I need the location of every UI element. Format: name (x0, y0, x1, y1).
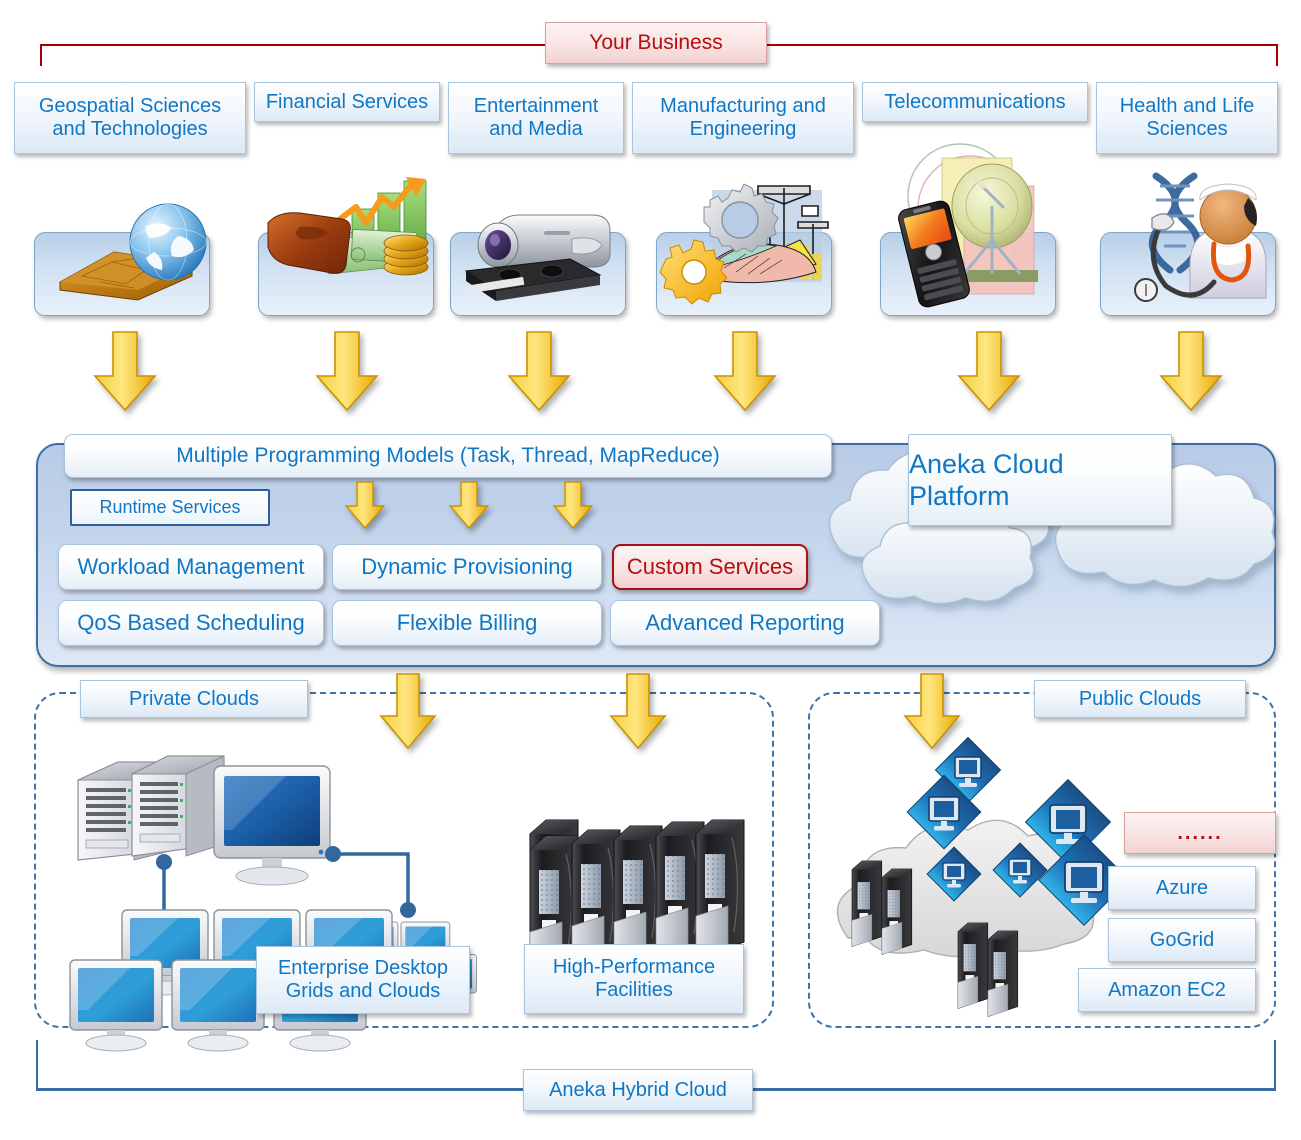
industry-label-text: Telecommunications (884, 90, 1066, 113)
public-provider-label: Azure (1155, 876, 1209, 899)
service-arrow-down-2 (448, 481, 490, 530)
your-business-banner: Your Business (545, 22, 767, 64)
resource-label-text: High-Performance Facilities (552, 956, 716, 1001)
service-label: Dynamic Provisioning (361, 554, 573, 579)
service-label: Custom Services (626, 554, 794, 579)
service-label: Workload Management (77, 554, 305, 579)
public-provider-amazon-ec2[interactable]: Amazon EC2 (1078, 968, 1256, 1012)
industry-label-text: Financial Services (265, 90, 429, 113)
public-provider-azure[interactable]: Azure (1108, 866, 1256, 910)
resource-label-enterprise-desktop-grids[interactable]: Enterprise Desktop Grids and Clouds (256, 946, 470, 1014)
hybrid-frame-top-right (750, 1089, 1276, 1091)
public-provider-more[interactable]: ...... (1124, 812, 1276, 854)
aneka-cloud-platform-box: Aneka Cloud Platform (908, 434, 1172, 526)
runtime-services-label: Runtime Services (99, 497, 241, 517)
service-box-advanced-reporting[interactable]: Advanced Reporting (610, 600, 880, 646)
service-label: Flexible Billing (396, 610, 538, 635)
service-box-workload-management[interactable]: Workload Management (58, 544, 324, 590)
programming-models-label: Multiple Programming Models (Task, Threa… (176, 444, 720, 467)
aneka-cloud-platform-label: Aneka Cloud Platform (909, 448, 1064, 511)
service-box-custom-services[interactable]: Custom Services (612, 544, 808, 590)
industry-label-entertainment[interactable]: Entertainment and Media (448, 82, 624, 154)
industry-label-financial[interactable]: Financial Services (254, 82, 440, 122)
public-provider-label: ...... (1177, 821, 1223, 844)
industry-tile-manufacturing (656, 232, 832, 316)
public-provider-gogrid[interactable]: GoGrid (1108, 918, 1256, 962)
service-box-qos-based-scheduling[interactable]: QoS Based Scheduling (58, 600, 324, 646)
industry-label-text: Entertainment and Media (473, 95, 599, 140)
flow-arrow-down-1 (93, 331, 157, 412)
industry-label-health[interactable]: Health and Life Sciences (1096, 82, 1278, 154)
industry-label-telecommunications[interactable]: Telecommunications (862, 82, 1088, 122)
industry-tile-entertainment (450, 232, 626, 316)
your-business-label: Your Business (589, 30, 723, 54)
flow-arrow-down-4 (713, 331, 777, 412)
programming-models-box[interactable]: Multiple Programming Models (Task, Threa… (64, 434, 832, 478)
industry-tile-health (1100, 232, 1276, 316)
hybrid-frame-top-left (36, 1089, 526, 1091)
resource-label-text: Enterprise Desktop Grids and Clouds (277, 957, 449, 1002)
resource-label-high-performance-facilities[interactable]: High-Performance Facilities (524, 944, 744, 1014)
public-clouds-label-text: Public Clouds (1078, 687, 1202, 710)
flow-arrow-down-3 (507, 331, 571, 412)
industry-label-manufacturing[interactable]: Manufacturing and Engineering (632, 82, 854, 154)
flow-arrow-down-2 (315, 331, 379, 412)
service-arrow-down-3 (552, 481, 594, 530)
public-provider-label: GoGrid (1149, 928, 1215, 951)
runtime-services-box[interactable]: Runtime Services (70, 489, 270, 526)
industry-tile-telecommunications (880, 232, 1056, 316)
service-box-dynamic-provisioning[interactable]: Dynamic Provisioning (332, 544, 602, 590)
public-provider-label: Amazon EC2 (1108, 978, 1226, 1001)
service-label: Advanced Reporting (645, 610, 845, 635)
service-box-flexible-billing[interactable]: Flexible Billing (332, 600, 602, 646)
private-clouds-label[interactable]: Private Clouds (80, 680, 308, 718)
industry-label-text: Health and Life Sciences (1119, 95, 1255, 140)
region-arrow-down-hpc (609, 673, 667, 750)
aneka-hybrid-cloud-label-text: Aneka Hybrid Cloud (549, 1078, 727, 1101)
public-clouds-label[interactable]: Public Clouds (1034, 680, 1246, 718)
flow-arrow-down-5 (957, 331, 1021, 412)
region-arrow-down-public (903, 673, 961, 750)
service-arrow-down-1 (344, 481, 386, 530)
region-arrow-down-private (379, 673, 437, 750)
industry-tile-geospatial (34, 232, 210, 316)
industry-tile-financial (258, 232, 434, 316)
service-label: QoS Based Scheduling (77, 610, 305, 635)
industry-label-text: Geospatial Sciences and Technologies (38, 95, 222, 140)
industry-label-text: Manufacturing and Engineering (660, 95, 826, 140)
private-clouds-label-text: Private Clouds (128, 687, 260, 710)
aneka-hybrid-cloud-label: Aneka Hybrid Cloud (523, 1069, 753, 1111)
industry-label-geospatial[interactable]: Geospatial Sciences and Technologies (14, 82, 246, 154)
flow-arrow-down-6 (1159, 331, 1223, 412)
